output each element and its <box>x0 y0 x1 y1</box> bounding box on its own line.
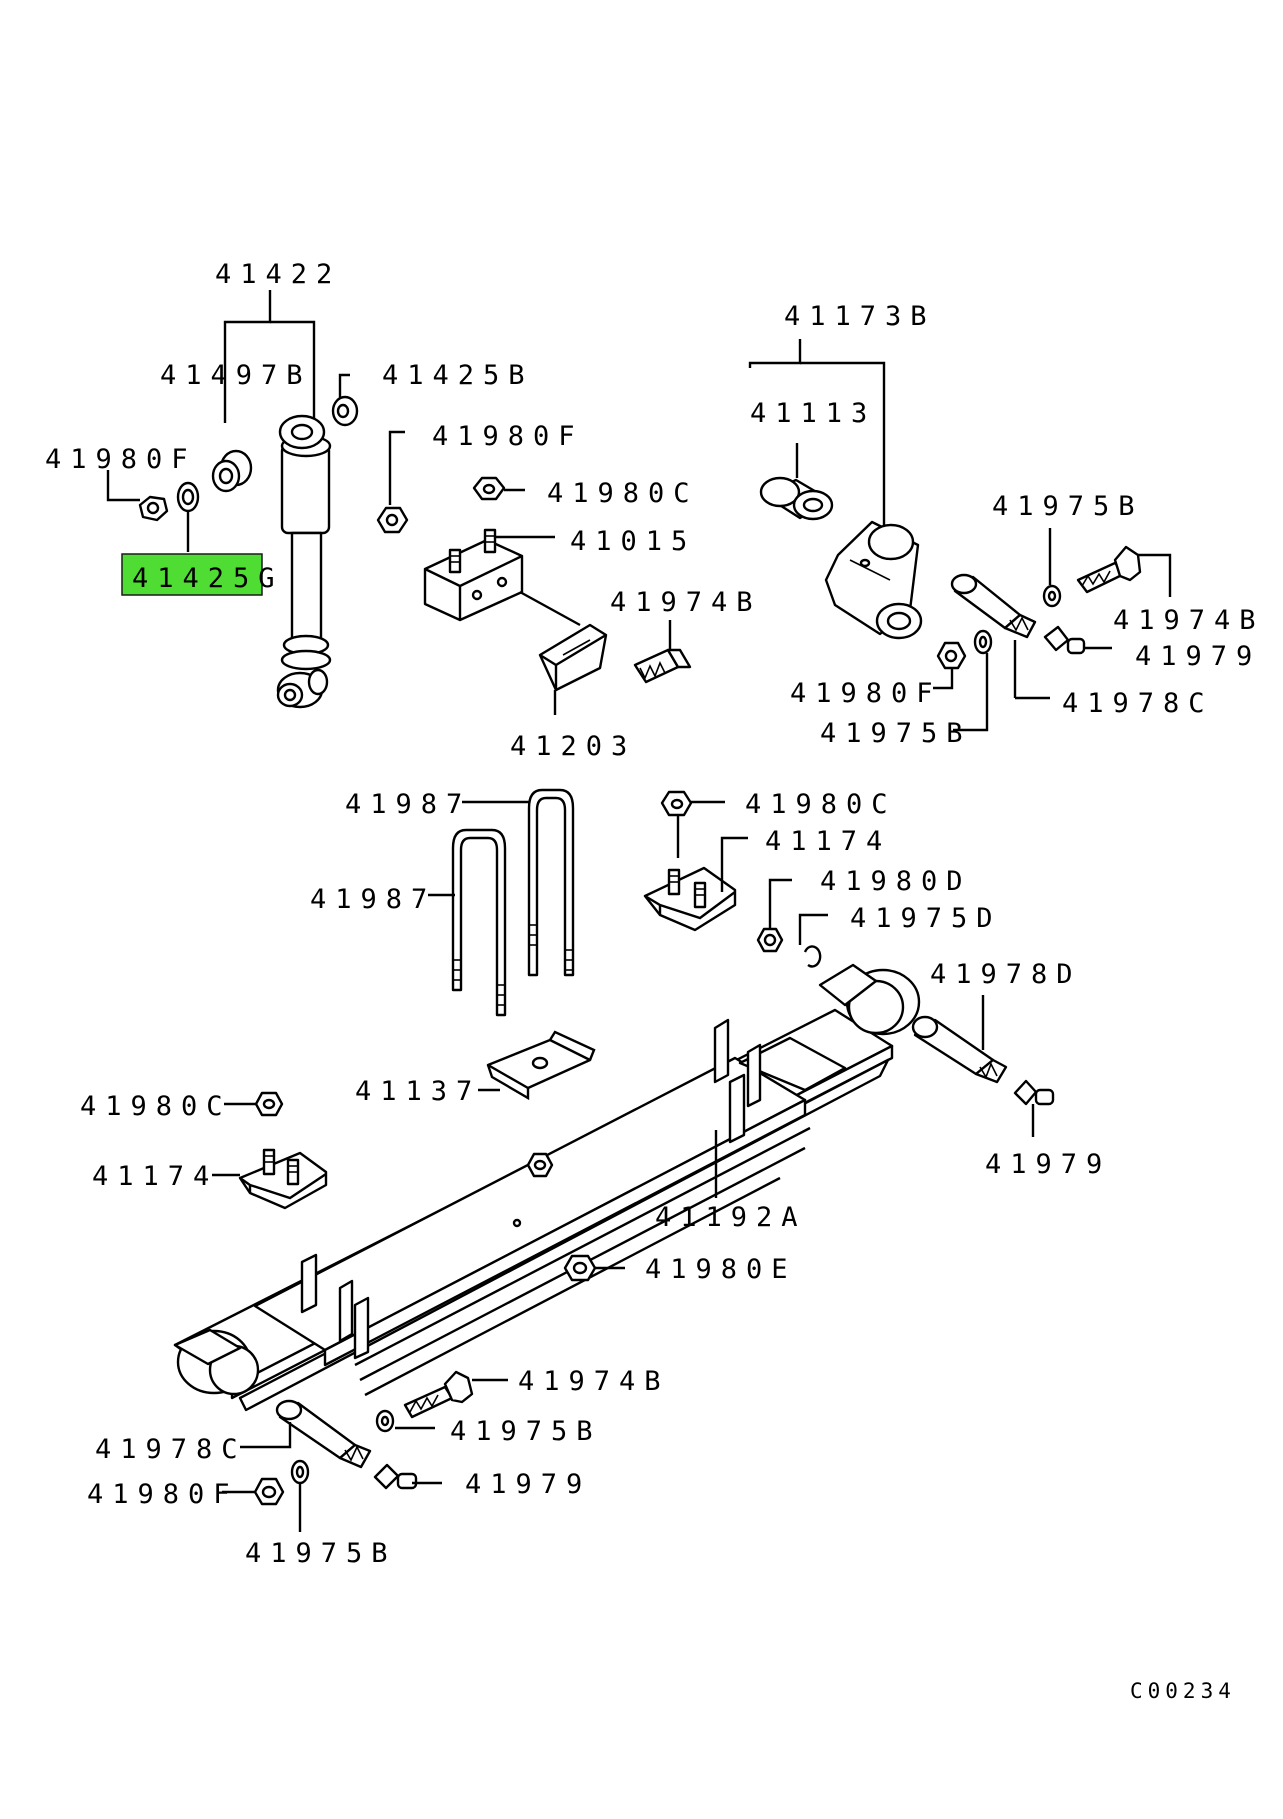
label-41978d[interactable]: 41978D <box>930 959 1082 990</box>
label-41975b-b2[interactable]: 41975B <box>245 1538 397 1569</box>
pin-41978c-right[interactable] <box>950 573 1037 639</box>
label-41975b-r1[interactable]: 41975B <box>992 491 1144 522</box>
washer-41975b-r1[interactable] <box>1042 584 1062 608</box>
label-41137[interactable]: 41137 <box>355 1076 481 1107</box>
nut-41980f-right[interactable] <box>936 641 967 670</box>
label-41192a[interactable]: 41192A <box>655 1202 807 1233</box>
pin-41978d[interactable] <box>911 1015 1008 1084</box>
shock-absorber-41422[interactable] <box>276 414 332 709</box>
label-41113[interactable]: 41113 <box>750 398 876 429</box>
label-41425b[interactable]: 41425B <box>382 360 534 391</box>
pad-group-left <box>212 1091 328 1210</box>
bumper-bracket-group <box>376 430 692 715</box>
circlip-41975d[interactable] <box>803 945 822 968</box>
label-41422[interactable]: 41422 <box>215 259 341 290</box>
bushing-41497b[interactable] <box>211 449 253 493</box>
grease-nipple-41979-right[interactable] <box>1043 625 1086 655</box>
label-41980c-mid[interactable]: 41980C <box>745 789 897 820</box>
label-41987-a[interactable]: 41987 <box>345 789 471 820</box>
label-41975b-r2[interactable]: 41975B <box>820 718 972 749</box>
label-41980f-mid[interactable]: 41980F <box>432 421 584 452</box>
washer-41975b-r2[interactable] <box>973 629 993 655</box>
washer-41425g[interactable] <box>176 481 200 513</box>
spring-pad-41174-mid[interactable] <box>643 866 737 932</box>
label-41425g[interactable]: 41425G <box>132 563 284 594</box>
label-41979-mid[interactable]: 41979 <box>985 1149 1111 1180</box>
nut-41980d[interactable] <box>756 927 784 953</box>
label-41978c-right[interactable]: 41978C <box>1062 688 1214 719</box>
label-41974b-top[interactable]: 41974B <box>610 587 762 618</box>
washer-41975b-b2[interactable] <box>290 1459 310 1485</box>
leaf-spring-41192a[interactable] <box>173 963 921 1412</box>
label-41980c-left[interactable]: 41980C <box>80 1091 232 1122</box>
spring-pad-41174-left[interactable] <box>238 1148 328 1210</box>
diagram-code: C00234 <box>1130 1679 1236 1703</box>
rear-pin-group <box>222 1370 508 1532</box>
grease-nipple-41979-mid[interactable] <box>1013 1079 1055 1106</box>
grease-nipple-41979-bottom[interactable] <box>373 1463 418 1490</box>
label-41980d[interactable]: 41980D <box>820 866 972 897</box>
highlight-box <box>121 553 263 596</box>
washer-41975b-b1[interactable] <box>375 1409 395 1433</box>
label-41975d[interactable]: 41975D <box>850 903 1002 934</box>
bolt-41974b-top[interactable] <box>633 648 692 684</box>
nut-41980e[interactable] <box>563 1254 597 1282</box>
label-41974b-right[interactable]: 41974B <box>1113 605 1265 636</box>
label-41979-right[interactable]: 41979 <box>1135 641 1261 672</box>
u-bolt-41987-rear[interactable] <box>527 788 575 977</box>
pin-41978c-bottom[interactable] <box>275 1399 372 1469</box>
spring-seat-41137[interactable] <box>486 1030 596 1101</box>
bumper-41203[interactable] <box>538 623 608 692</box>
label-41980e[interactable]: 41980E <box>645 1254 797 1285</box>
nut-41980f-top[interactable] <box>138 495 169 522</box>
bushing-41113[interactable] <box>759 476 834 521</box>
label-41173b[interactable]: 41173B <box>784 301 936 332</box>
nut-41980c-left[interactable] <box>254 1091 284 1117</box>
label-41015[interactable]: 41015 <box>570 526 696 557</box>
label-41203[interactable]: 41203 <box>510 731 636 762</box>
u-bolt-41987-front[interactable] <box>451 828 507 1017</box>
label-41987-b[interactable]: 41987 <box>310 884 436 915</box>
bumper-bracket-41015[interactable] <box>423 528 524 622</box>
label-41980f-bottom[interactable]: 41980F <box>87 1479 239 1510</box>
label-41174-left[interactable]: 41174 <box>92 1161 218 1192</box>
nut-41980f-bottom[interactable] <box>253 1477 285 1506</box>
shackle-41173b[interactable] <box>824 520 923 640</box>
shackle-group <box>748 339 1172 732</box>
label-41980f-top[interactable]: 41980F <box>45 444 197 475</box>
label-41978c-bottom[interactable]: 41978C <box>95 1434 247 1465</box>
label-41174-mid[interactable]: 41174 <box>765 826 891 857</box>
label-41980c-top[interactable]: 41980C <box>547 478 699 509</box>
front-pin-group <box>911 995 1055 1137</box>
shock-absorber-group <box>106 290 359 709</box>
bolt-41974b-bottom[interactable] <box>403 1370 474 1419</box>
nut-41980f-mid[interactable] <box>376 506 409 534</box>
label-41974b-bottom[interactable]: 41974B <box>518 1366 670 1397</box>
label-41975b-b1[interactable]: 41975B <box>450 1416 602 1447</box>
u-bolt-group <box>428 788 596 1101</box>
pad-group-center <box>643 790 828 968</box>
bolt-41974b-right[interactable] <box>1076 545 1142 594</box>
nut-41980c-top[interactable] <box>472 476 506 501</box>
nut-41980c-mid[interactable] <box>660 790 693 817</box>
label-41979-bottom[interactable]: 41979 <box>465 1469 591 1500</box>
label-41980f-right[interactable]: 41980F <box>790 678 942 709</box>
part-labels: 41422 41497B 41425B 41980F 41425G 41980F… <box>45 259 1265 1569</box>
bushing-41425b[interactable] <box>331 395 359 427</box>
label-41497b[interactable]: 41497B <box>160 360 312 391</box>
